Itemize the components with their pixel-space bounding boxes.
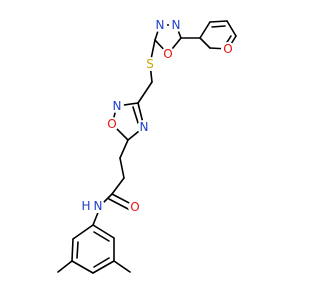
bond <box>211 25 226 28</box>
svg-text:N: N <box>172 18 181 32</box>
bond <box>76 241 79 259</box>
bond <box>93 231 110 242</box>
oxygen-atom: O <box>221 42 235 56</box>
nitrogen-atom: N <box>110 99 124 113</box>
svg-text:O: O <box>107 117 116 131</box>
nitrogen-atom: N <box>91 199 105 213</box>
bond <box>199 37 211 49</box>
bond <box>119 139 129 159</box>
bond <box>132 106 140 127</box>
bond <box>137 81 153 104</box>
svg-text:H: H <box>81 199 90 213</box>
bond <box>71 260 94 274</box>
svg-text:O: O <box>130 200 139 214</box>
structure-diagram: N N O O S N O N <box>57 18 237 274</box>
atom-layer: N N O O S N O N <box>80 18 235 214</box>
svg-text:N: N <box>156 18 165 32</box>
bond <box>71 238 74 262</box>
nitrogen-atom: N <box>169 18 183 32</box>
nitrogen-atom: N <box>137 120 151 134</box>
oxygen-atom: O <box>161 47 175 61</box>
bond <box>72 224 94 240</box>
bond <box>199 21 211 39</box>
svg-text:N: N <box>140 120 149 134</box>
bond <box>113 260 131 273</box>
bond <box>57 260 73 273</box>
svg-text:O: O <box>223 42 232 56</box>
bond <box>111 177 125 195</box>
sulfur-atom: S <box>143 57 157 71</box>
bond <box>92 224 115 239</box>
bond <box>108 198 131 211</box>
svg-text:N: N <box>94 199 103 213</box>
bond <box>93 257 110 268</box>
molecule-canvas: N N O O S N O N <box>57 18 237 274</box>
hydrogen-atom: H <box>80 199 92 213</box>
svg-text:S: S <box>146 57 154 71</box>
bond <box>119 157 125 179</box>
svg-text:N: N <box>113 99 122 113</box>
bond <box>226 20 237 37</box>
bond <box>209 20 228 23</box>
nitrogen-atom: N <box>153 18 167 32</box>
oxygen-atom: O <box>128 200 142 214</box>
svg-text:O: O <box>163 47 172 61</box>
oxygen-atom: O <box>105 117 119 131</box>
bond <box>92 260 115 274</box>
